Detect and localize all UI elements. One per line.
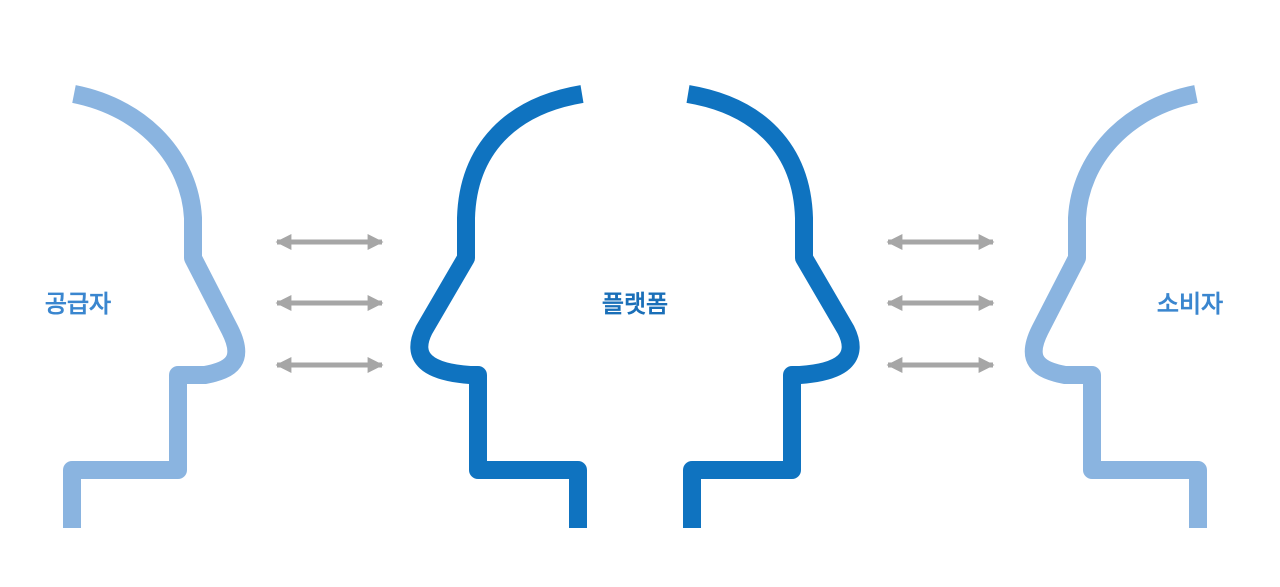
consumer-head-outline — [1024, 85, 1207, 528]
supplier-head-outline — [63, 85, 246, 528]
platform-head-left-outline — [410, 85, 587, 528]
supplier-label: 공급자 — [45, 290, 111, 318]
platform-head-right-outline — [683, 85, 860, 528]
consumer-label: 소비자 — [1157, 290, 1223, 318]
platform-label: 플랫폼 — [602, 290, 668, 318]
